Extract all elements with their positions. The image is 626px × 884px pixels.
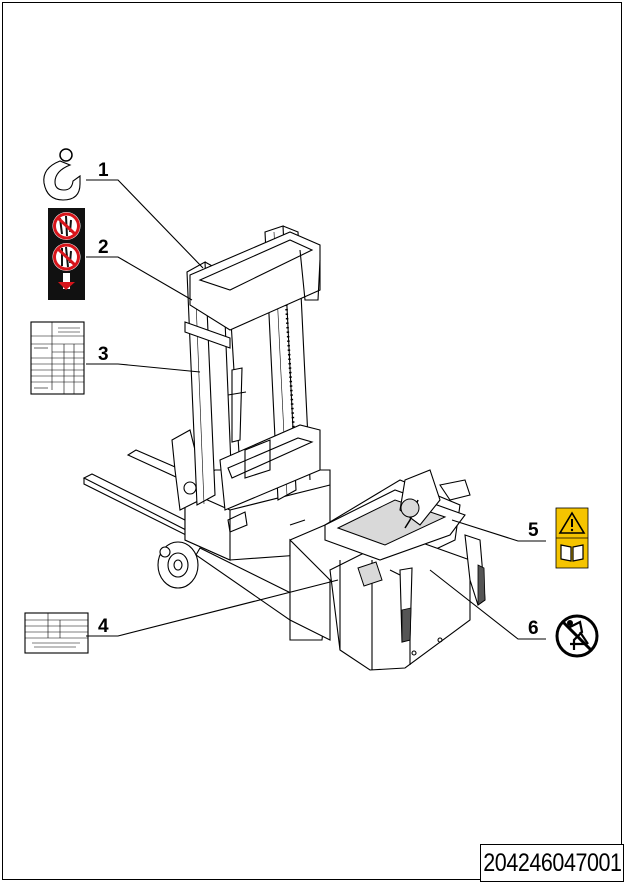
callout-5: 5 <box>528 520 539 541</box>
nameplate-label-icon <box>24 612 89 654</box>
callout-1: 1 <box>98 160 109 181</box>
part-number-box: 204246047001 <box>480 844 624 882</box>
lifting-hook-icon <box>43 148 81 201</box>
no-standing-under-load-icon <box>48 208 85 300</box>
leader-lines <box>86 179 546 640</box>
stacker-truck-drawing <box>82 225 486 671</box>
no-riding-icon <box>555 614 599 658</box>
warning-read-manual-icon <box>555 507 589 569</box>
capacity-chart-label-icon <box>30 321 85 395</box>
callout-6: 6 <box>528 618 539 639</box>
callout-3: 3 <box>98 344 109 365</box>
callout-4: 4 <box>98 616 109 637</box>
part-number: 204246047001 <box>482 848 622 877</box>
callout-2: 2 <box>98 237 109 258</box>
